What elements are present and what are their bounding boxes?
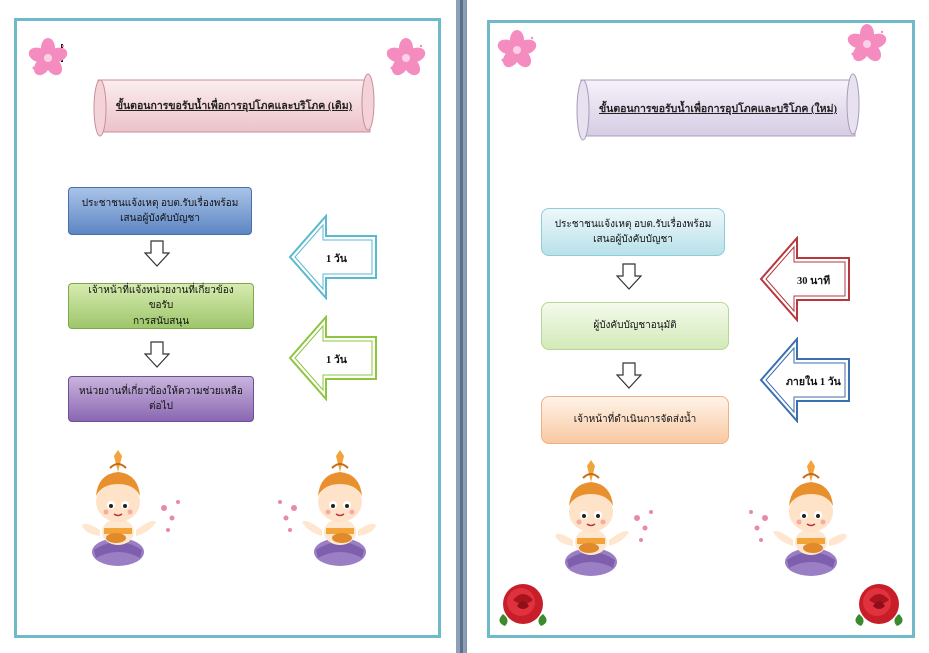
pink-flower-icon bbox=[384, 38, 428, 79]
thai-angel-icon bbox=[554, 459, 654, 577]
step-box-2: เจ้าหน้าที่แจ้งหน่วยงานที่เกี่ยวข้องขอรั… bbox=[68, 283, 254, 329]
step-box-1: ประชาชนแจ้งเหตุ อบต.รับเรื่องพร้อมเสนอผู… bbox=[541, 208, 725, 256]
thai-angel-icon bbox=[81, 449, 181, 567]
duration-arrow-1: 30 นาที bbox=[759, 235, 851, 323]
step-box-1: ประชาชนแจ้งเหตุ อบต.รับเรื่องพร้อมเสนอผู… bbox=[68, 187, 252, 235]
duration-label: 1 วัน bbox=[326, 254, 347, 265]
thai-angel-icon bbox=[277, 449, 377, 567]
step-text-line1: ประชาชนแจ้งเหตุ อบต.รับเรื่องพร้อม bbox=[554, 218, 712, 230]
step-text-line2: เสนอผู้บังคับบัญชา bbox=[593, 234, 673, 245]
step-text-line2: เสนอผู้บังคับบัญชา bbox=[120, 213, 200, 224]
red-rose-icon bbox=[499, 584, 547, 626]
step-text-line2: ต่อไป bbox=[149, 401, 173, 412]
pink-flower-icon bbox=[845, 24, 889, 65]
step-text-line1: ผู้บังคับบัญชาอนุมัติ bbox=[593, 320, 677, 332]
document-page-left: ขั้นตอนการขอรับน้ำเพื่อการอุปโภคและบริโภ… bbox=[0, 0, 456, 653]
step-box-2: ผู้บังคับบัญชาอนุมัติ bbox=[541, 302, 729, 350]
step-box-3: หน่วยงานที่เกี่ยวข้องให้ความช่วยเหลือต่อ… bbox=[68, 376, 254, 422]
page-gutter bbox=[456, 0, 467, 653]
down-arrow-icon bbox=[616, 263, 642, 290]
title-scroll-banner: ขั้นตอนการขอรับน้ำเพื่อการอุปโภคและบริโภ… bbox=[92, 72, 376, 138]
page-border bbox=[487, 20, 915, 638]
page-border bbox=[14, 18, 441, 638]
duration-label: 1 วัน bbox=[326, 355, 347, 366]
document-page-right: ขั้นตอนการขอรับน้ำเพื่อการอุปโภคและบริโภ… bbox=[467, 0, 929, 653]
pink-flower-icon bbox=[495, 30, 539, 71]
step-text-line1: ประชาชนแจ้งเหตุ อบต.รับเรื่องพร้อม bbox=[81, 197, 239, 209]
down-arrow-icon bbox=[144, 240, 170, 267]
down-arrow-icon bbox=[616, 362, 642, 389]
duration-label: 30 นาที bbox=[797, 276, 831, 287]
step-text-line1: เจ้าหน้าที่ดำเนินการจัดส่งน้ำ bbox=[573, 414, 697, 426]
step-box-3: เจ้าหน้าที่ดำเนินการจัดส่งน้ำ bbox=[541, 396, 729, 444]
page-title: ขั้นตอนการขอรับน้ำเพื่อการอุปโภคและบริโภ… bbox=[115, 101, 353, 112]
step-text-line2: การสนับสนุน bbox=[132, 315, 190, 327]
duration-arrow-2: 1 วัน bbox=[288, 314, 378, 402]
down-arrow-icon bbox=[144, 341, 170, 368]
red-rose-icon bbox=[855, 584, 903, 626]
title-scroll-banner: ขั้นตอนการขอรับน้ำเพื่อการอุปโภคและบริโภ… bbox=[575, 72, 861, 142]
thai-angel-icon bbox=[748, 459, 848, 577]
step-text-line1: หน่วยงานที่เกี่ยวข้องให้ความช่วยเหลือ bbox=[79, 385, 243, 397]
page-title: ขั้นตอนการขอรับน้ำเพื่อการอุปโภคและบริโภ… bbox=[599, 104, 837, 115]
duration-arrow-1: 1 วัน bbox=[288, 213, 378, 301]
pink-flower-icon bbox=[26, 38, 70, 79]
duration-arrow-2: ภายใน 1 วัน bbox=[759, 336, 851, 424]
duration-label: ภายใน 1 วัน bbox=[786, 377, 841, 388]
step-text-line1: เจ้าหน้าที่แจ้งหน่วยงานที่เกี่ยวข้องขอรั… bbox=[88, 284, 234, 312]
